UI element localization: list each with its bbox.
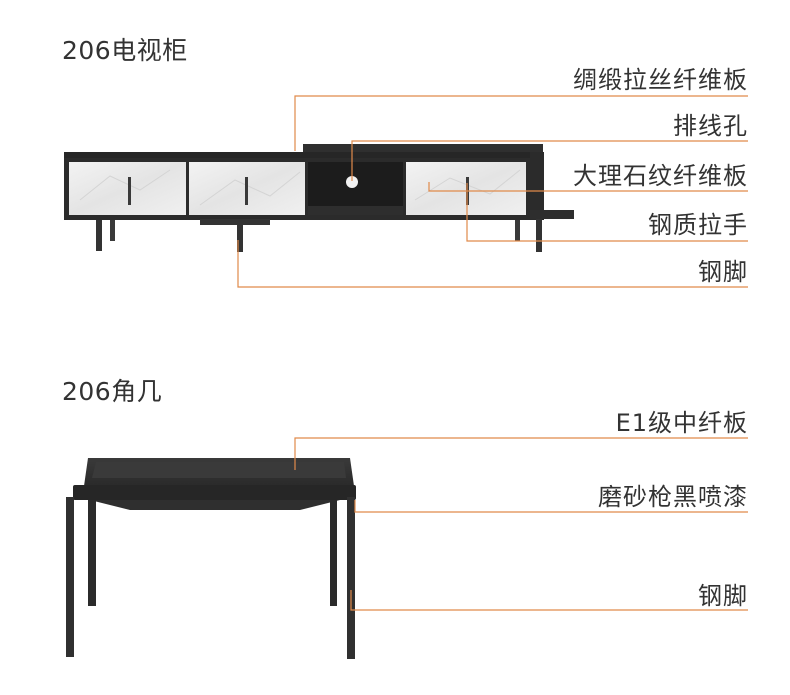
label-satin-brushed-fiberboard: 绸缎拉丝纤维板: [573, 66, 748, 94]
tv-cabinet: [64, 144, 574, 252]
label-cable-hole: 排线孔: [673, 112, 748, 140]
side-table: [66, 458, 356, 659]
label-steel-legs-table: 钢脚: [698, 582, 748, 610]
leader-lines-tv-cabinet: [237, 95, 748, 288]
section-title-side-table: 206角几: [62, 377, 163, 406]
section-title-tv-cabinet: 206电视柜: [62, 36, 188, 65]
label-e1-mdf: E1级中纤板: [615, 409, 748, 437]
leader-line-fiberboard: [294, 95, 748, 151]
label-matte-gunmetal-paint: 磨砂枪黑喷漆: [598, 483, 748, 511]
leader-lines-side-table: [294, 437, 748, 611]
label-marble-fiberboard: 大理石纹纤维板: [573, 162, 748, 190]
label-steel-legs-tv: 钢脚: [698, 258, 748, 286]
label-steel-handle: 钢质拉手: [648, 211, 748, 239]
